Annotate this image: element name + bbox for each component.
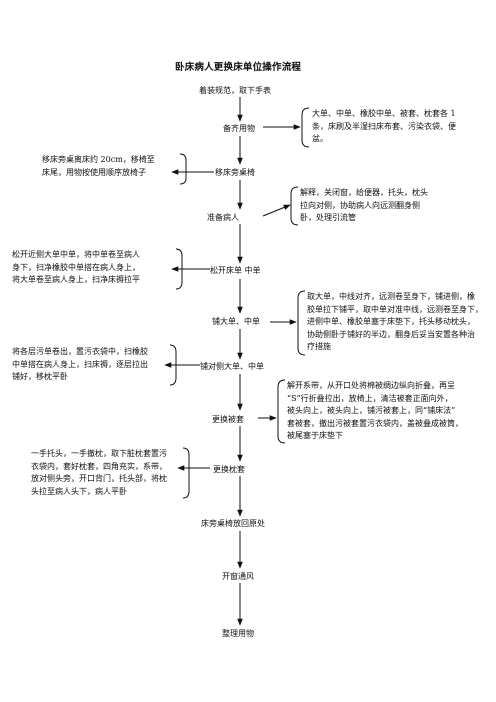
step-loosen-sheet: 松开床单 中单 (210, 266, 261, 275)
step-prepare-patient: 准备病人 (207, 213, 239, 222)
note-move-table: 移床旁桌离床约 20cm，移椅至 床尾，用物按使用顺序放椅子 (42, 155, 155, 177)
brace-prepare (290, 186, 299, 226)
step-dress: 着装规范，取下手表 (199, 86, 271, 95)
brace-loosen (175, 248, 183, 290)
step-ventilate: 开窗通风 (222, 572, 254, 581)
brace-supplies (301, 107, 310, 148)
step-lay-opposite: 铺对侧大单、中单 (200, 362, 264, 371)
note-lay-opposite: 将各层污单卷出，置污衣袋中，扫橡胶 中单搭在病人身上，扫床褥，逐层拉出 铺好，移… (12, 347, 148, 382)
step-lay-sheet: 铺大单、中单 (212, 317, 260, 326)
step-tidy-supplies: 整理用物 (222, 629, 254, 638)
step-supplies: 备齐用物 (223, 124, 255, 133)
note-loosen-sheet: 松开近侧大单中单，将中单卷至病人 身下，扫净橡胶中单搭在病人身上， 将大单卷至病… (12, 250, 140, 285)
note-prepare-patient: 解释，关闭窗，给便器，托头，枕头 拉向对侧，协助病人向远测翻身侧 卧，处理引流管 (300, 188, 428, 223)
page-title: 卧床病人更换床单位操作流程 (175, 62, 302, 73)
step-restore-furniture: 床旁桌椅放回原处 (201, 519, 265, 528)
connector-prepare (262, 204, 291, 217)
step-change-pillow: 更换枕套 (213, 465, 245, 474)
step-move-table: 移床旁桌椅 (215, 168, 255, 177)
brace-pillow (182, 447, 190, 499)
brace-lay (297, 290, 306, 356)
brace-duvet (277, 379, 286, 444)
note-change-pillow: 一手托头，一手撤枕，取下脏枕套置污 衣袋内，套好枕套，四角充实，系带， 放对侧头… (31, 449, 167, 496)
note-supplies: 大单、中单、橡胶中单、被套、枕套各 1 条，床刷及半湿扫床布套、污染衣袋、便 盆… (312, 109, 456, 144)
step-change-duvet: 更换被套 (212, 415, 244, 424)
note-change-duvet: 解开系带，从开口处将棉被绸边纵向折叠，再呈 “S”行折叠拉出，放椅上，清洁被套正… (287, 381, 463, 441)
brace-move-table (179, 153, 187, 185)
brace-opposite (169, 344, 177, 386)
note-lay-sheet: 取大单，中线对齐，远测卷至身下，铺进侧，橡 胶单拉下铺平，取中单对准中线，远测卷… (307, 292, 483, 352)
